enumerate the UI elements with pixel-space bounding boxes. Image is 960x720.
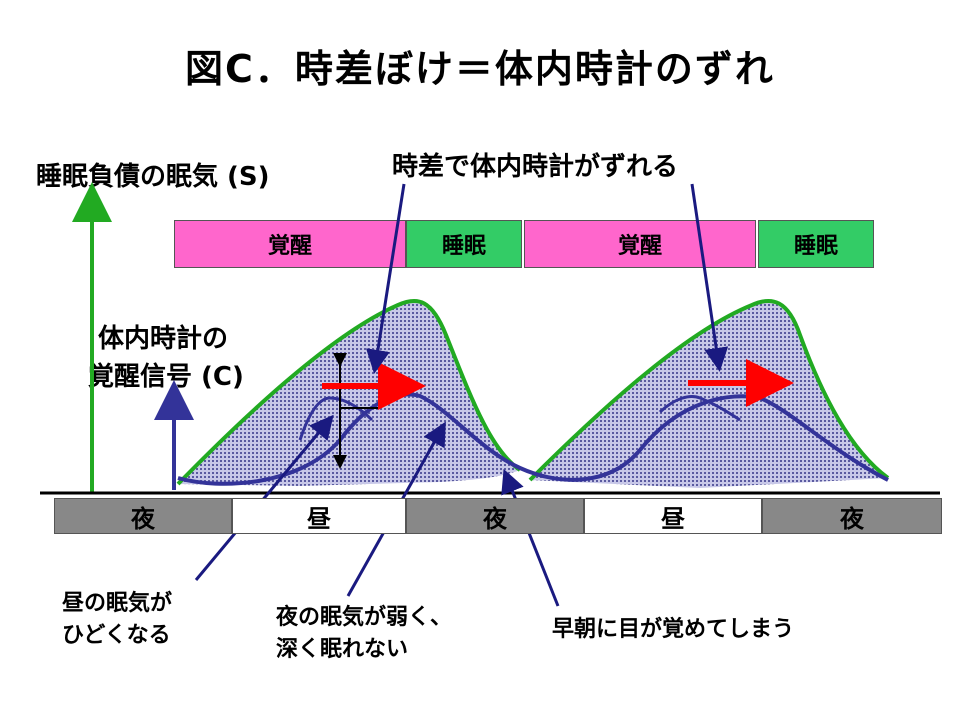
cell-day-1: 昼 — [232, 498, 406, 534]
state-awake-1: 覚醒 — [174, 220, 406, 268]
state-sleep-2: 睡眠 — [758, 220, 874, 268]
cell-night-2: 夜 — [406, 498, 584, 534]
c-label-line1: 体内時計の — [98, 324, 229, 354]
cell-night-1: 夜 — [54, 498, 232, 534]
cell-night-3: 夜 — [762, 498, 942, 534]
pointer-shift-2 — [690, 183, 729, 372]
page-title: 図C．時差ぼけ＝体内時計のずれ — [185, 47, 775, 91]
s-curve-line-2 — [528, 299, 890, 482]
state-awake-2: 覚醒 — [524, 220, 756, 268]
note-daytime-sleepy: 昼の眠気が ひどくなる — [62, 591, 173, 648]
note-night-weak: 夜の眠気が弱く、 深く眠れない — [276, 605, 453, 662]
shift-label: 時差で体内時計がずれる — [392, 152, 679, 182]
s-curve-2 — [530, 300, 888, 488]
c-curve-old-2 — [658, 395, 741, 422]
s-curve-line-1 — [176, 299, 522, 486]
cell-day-2: 昼 — [584, 498, 762, 534]
pointer-shift-1 — [366, 183, 406, 374]
state-sleep-1: 睡眠 — [406, 220, 522, 268]
c-curve-old-1 — [298, 396, 374, 441]
note-early-wake: 早朝に目が覚めてしまう — [552, 617, 795, 642]
